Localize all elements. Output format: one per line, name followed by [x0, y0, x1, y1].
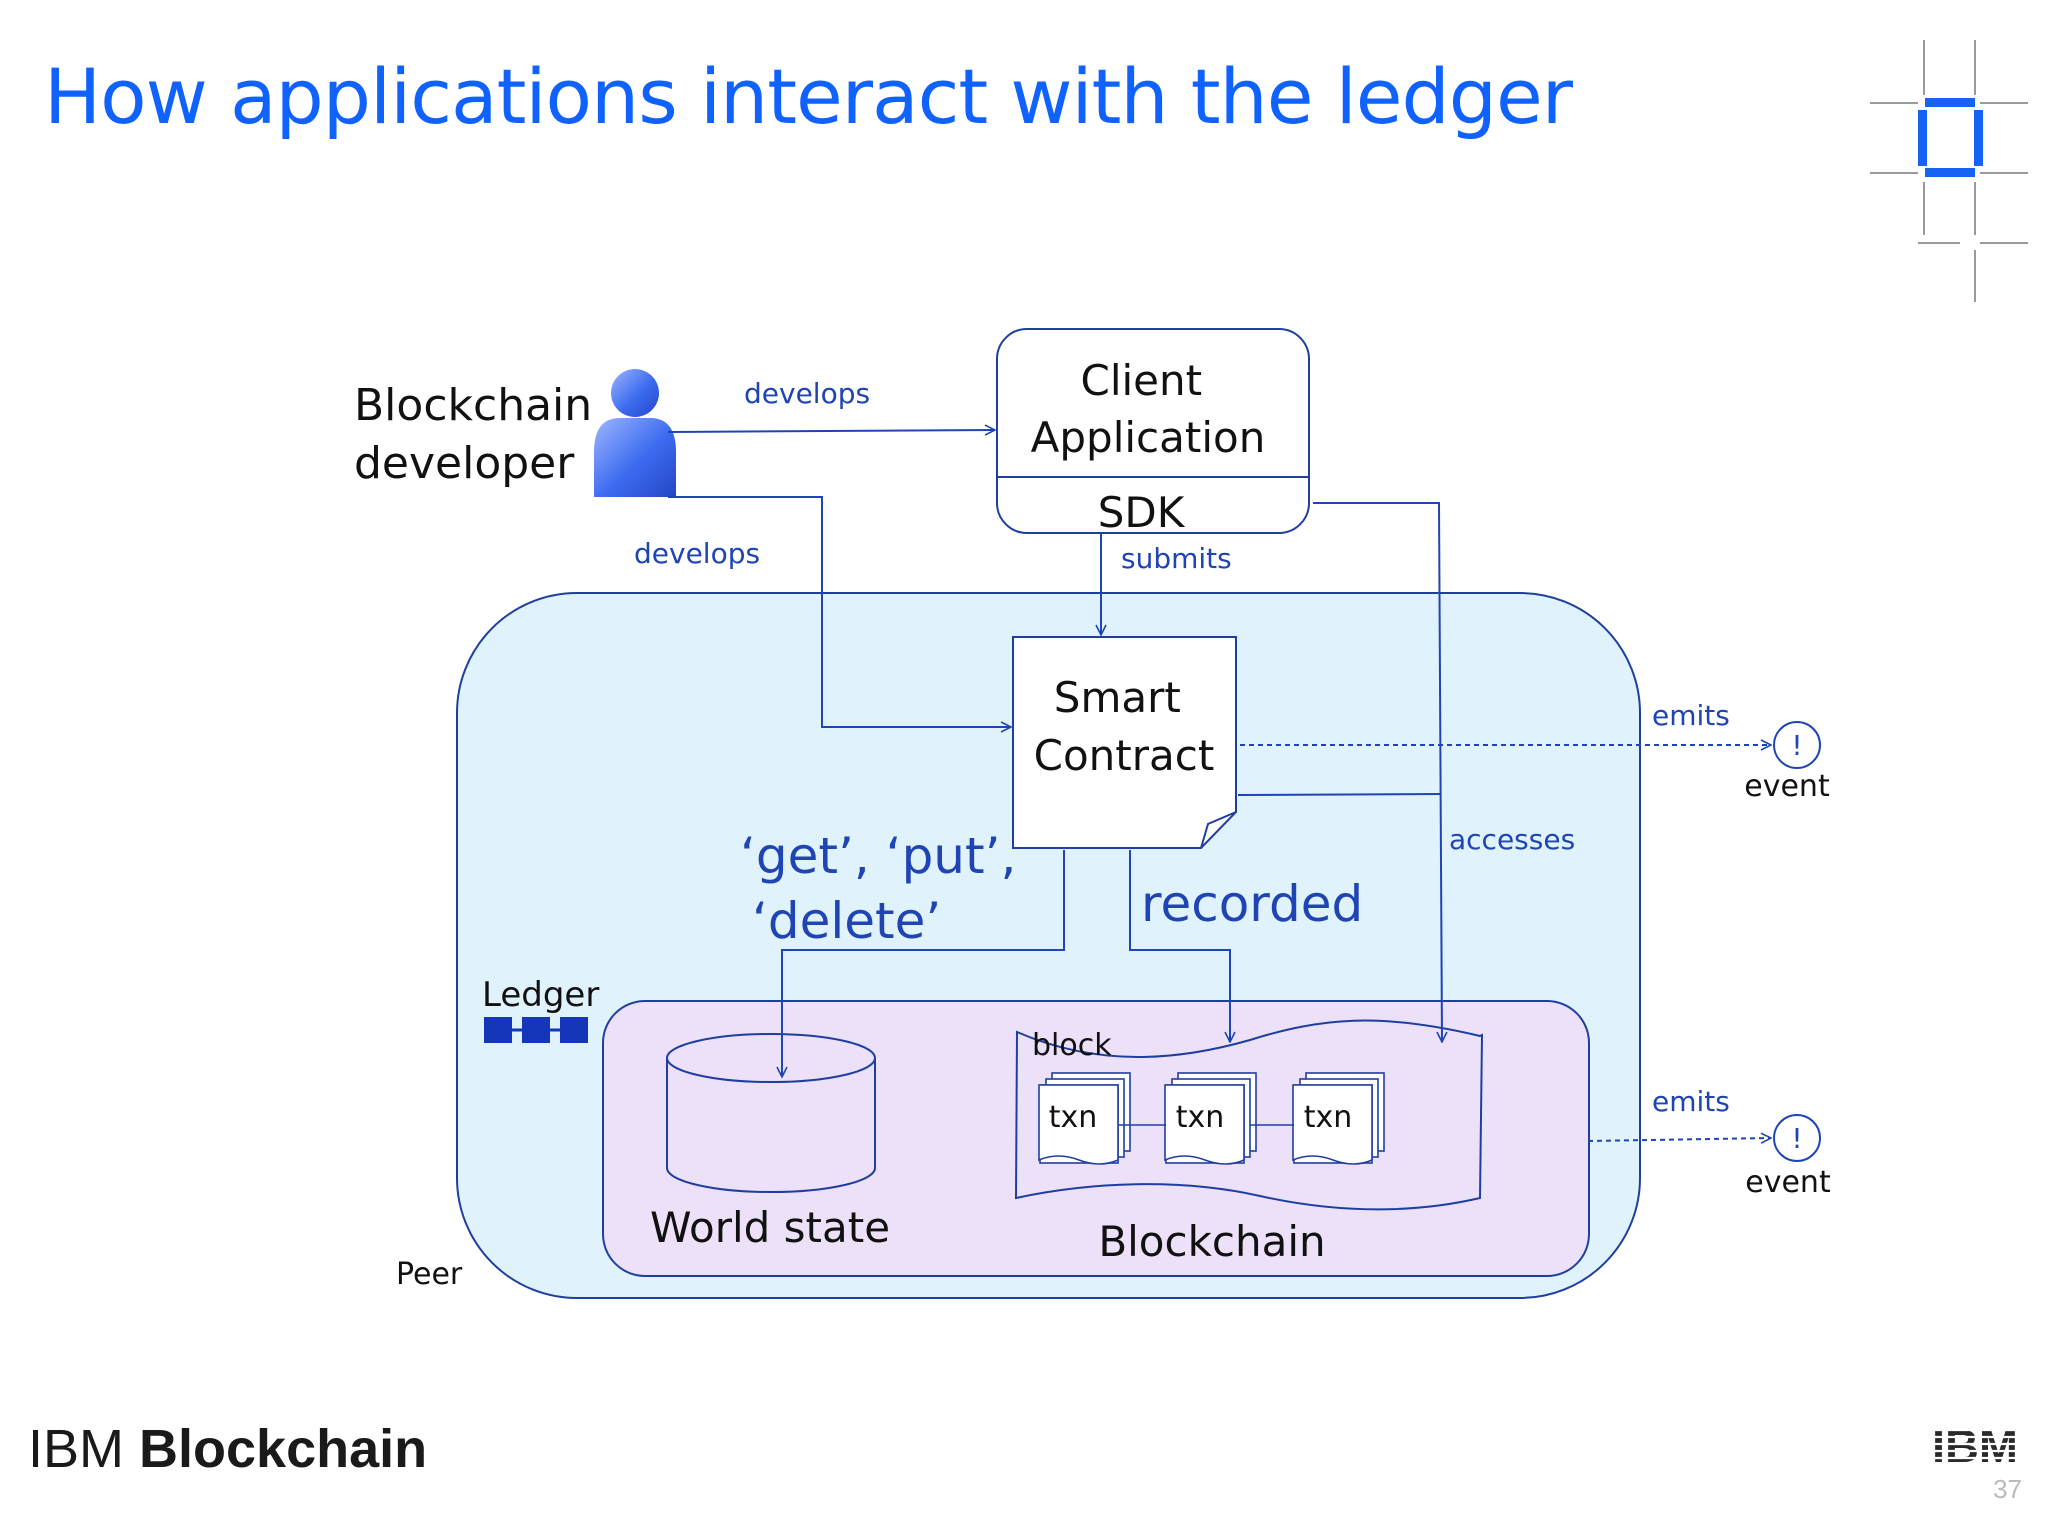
ledger-emits-arrow [1587, 1138, 1771, 1141]
txn-label-2: txn [1176, 1100, 1225, 1135]
emits-label-2: emits [1652, 1085, 1730, 1118]
page-number: 37 [1993, 1474, 2022, 1504]
develops-label-left: develops [634, 537, 760, 570]
develops-client-arrow [667, 430, 995, 432]
client-application-label: Client Application [1031, 356, 1266, 462]
event-label-2: event [1745, 1165, 1831, 1200]
develops-contract-arrow [668, 496, 1011, 727]
client-application-line1: Client [1081, 356, 1203, 405]
recorded-label: recorded [1141, 875, 1363, 933]
ibm-logo: IBM [1932, 1420, 2024, 1468]
event-icon-1-symbol: ! [1791, 729, 1802, 762]
ops-label-line2: ‘delete’ [752, 892, 941, 950]
client-application-box[interactable] [996, 328, 1310, 534]
emits-label-1: emits [1652, 699, 1730, 732]
brand-prefix: IBM [28, 1419, 125, 1479]
person-icon [594, 369, 676, 497]
peer-label: Peer [396, 1257, 463, 1292]
world-state-label: World state [650, 1203, 890, 1252]
recorded-arrow [1129, 850, 1230, 1042]
blockchain-label: Blockchain [1098, 1217, 1325, 1266]
txn-label-3: txn [1304, 1100, 1353, 1135]
develops-label-top: develops [744, 377, 870, 410]
txn-stack-3 [1292, 1072, 1385, 1165]
ops-label-line1: ‘get’, ‘put’, [740, 827, 1016, 885]
cube-logo-icon [1870, 40, 2028, 302]
ops-label: ‘get’, ‘put’, ‘delete’ [740, 827, 1032, 950]
ledger-chain-icon [484, 1017, 588, 1043]
brand-name: Blockchain [139, 1419, 428, 1479]
smart-contract-label: Smart Contract [1034, 673, 1215, 780]
event-icon-1: ! [1773, 721, 1821, 769]
smart-contract-line2: Contract [1034, 731, 1215, 780]
contract-accesses-line [1237, 793, 1442, 796]
accesses-arrow [1313, 502, 1442, 1042]
get-put-delete-arrow [782, 850, 1065, 1077]
submits-label: submits [1121, 542, 1232, 575]
sdk-label: SDK [1098, 488, 1186, 537]
client-application-line2: Application [1031, 413, 1266, 462]
ibm-blockchain-brand: IBM Blockchain [28, 1418, 427, 1480]
developer-label: Blockchain developer [354, 380, 606, 489]
ledger-label: Ledger [482, 975, 599, 1015]
txn-stack-1 [1038, 1072, 1131, 1165]
txn-label-1: txn [1049, 1100, 1098, 1135]
developer-label-line1: Blockchain [354, 380, 592, 431]
world-state-database-icon [666, 1033, 876, 1193]
slide-title: How applications interact with the ledge… [44, 52, 1573, 141]
txn-stack-2 [1164, 1072, 1257, 1165]
developer-label-line2: developer [354, 438, 575, 489]
smart-contract-box[interactable] [1012, 636, 1237, 849]
event-label-1: event [1744, 769, 1830, 804]
event-icon-2: ! [1773, 1114, 1821, 1162]
accesses-label: accesses [1449, 823, 1575, 856]
event-icon-2-symbol: ! [1791, 1122, 1802, 1155]
block-label: block [1032, 1028, 1112, 1063]
smart-contract-line1: Smart [1054, 673, 1181, 722]
